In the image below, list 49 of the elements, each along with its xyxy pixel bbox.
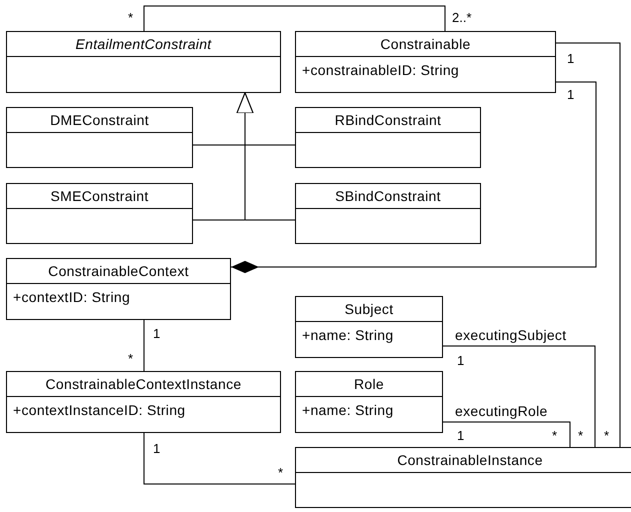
composition-line (230, 82, 596, 274)
class-box (6, 371, 281, 433)
class-box (295, 107, 481, 168)
association-line (442, 422, 570, 448)
association-line (556, 42, 620, 448)
class-box (295, 371, 443, 433)
class-name: EntailmentConstraint (76, 37, 212, 51)
edge-label: executingRole (455, 403, 548, 419)
multiplicity-label: 1 (567, 87, 574, 102)
class-box (6, 107, 193, 168)
generalization-arrow (236, 92, 296, 220)
class-attribute: +contextInstanceID: String (13, 401, 186, 419)
class-box (295, 447, 631, 508)
class-name: RBindConstraint (334, 113, 442, 127)
class-attribute: +name: String (302, 326, 394, 344)
multiplicity-label: 1 (457, 353, 464, 368)
multiplicity-label: * (578, 428, 584, 443)
multiplicity-label: * (128, 10, 134, 25)
multiplicity-label: 1 (153, 441, 160, 456)
class-box (6, 183, 193, 244)
class-name: SMEConstraint (50, 189, 149, 203)
multiplicity-label: * (552, 428, 558, 443)
class-name: ConstrainableContextInstance (46, 377, 242, 391)
association-line (144, 6, 446, 32)
association-line (442, 346, 596, 448)
multiplicity-label: 1 (153, 326, 160, 341)
class-name: Subject (344, 302, 394, 316)
class-attribute: +constrainableID: String (302, 61, 460, 79)
association-line (144, 432, 296, 484)
class-name: ConstrainableInstance (397, 453, 543, 467)
class-box (295, 296, 443, 358)
multiplicity-label: 1 (457, 428, 464, 443)
class-name: Constrainable (380, 37, 471, 51)
multiplicity-label: * (278, 465, 284, 480)
class-name: Role (354, 377, 384, 391)
multiplicity-label: * (128, 351, 134, 366)
multiplicity-label: 1 (567, 51, 574, 66)
class-name: SBindConstraint (335, 189, 441, 203)
class-box (295, 183, 481, 244)
edge-label: executingSubject (455, 327, 566, 343)
multiplicity-label: 2..* (452, 10, 472, 25)
class-box (6, 31, 281, 93)
class-attribute: +name: String (302, 401, 394, 419)
class-name: ConstrainableContext (48, 264, 189, 278)
class-box (6, 258, 231, 320)
class-attribute: +contextID: String (13, 288, 132, 306)
class-box (295, 31, 556, 93)
multiplicity-label: * (604, 428, 610, 443)
class-name: DMEConstraint (50, 113, 149, 127)
